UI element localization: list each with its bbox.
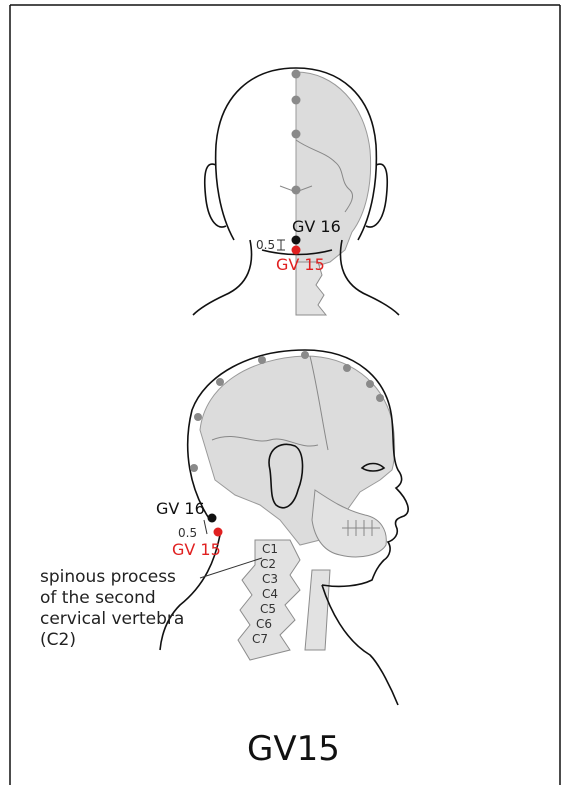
back-neck-right <box>340 240 399 315</box>
back-view-diagram: GV 16 GV 15 0.5 <box>193 68 399 315</box>
side-gv16-label: GV 16 <box>156 499 205 518</box>
side-meridian-dot-1 <box>258 356 266 364</box>
side-gv15-label: GV 15 <box>172 540 221 559</box>
side-meridian-dot-8 <box>190 464 198 472</box>
side-trachea <box>305 570 330 650</box>
back-gv16-point <box>292 236 301 245</box>
annotation-line-1: spinous process <box>40 567 176 587</box>
side-gv15-point <box>214 528 223 537</box>
vertebra-label-c1: C1 <box>262 542 278 556</box>
side-meridian-dot-3 <box>343 364 351 372</box>
vertebra-label-c6: C6 <box>256 617 272 631</box>
annotation-line-3: cervical vertebra <box>40 609 184 629</box>
side-meridian-dot-2 <box>301 351 309 359</box>
side-meridian-dot-6 <box>216 378 224 386</box>
side-distance-label: 0.5 <box>178 526 197 540</box>
back-gv15-label: GV 15 <box>276 255 325 274</box>
side-distance-marker <box>204 520 207 534</box>
vertebra-label-c2: C2 <box>260 557 276 571</box>
back-neck-left <box>193 240 252 315</box>
side-meridian-dot-4 <box>366 380 374 388</box>
side-gv16-point <box>208 514 217 523</box>
back-meridian-dot-3 <box>292 130 301 139</box>
back-distance-label: 0.5 <box>256 238 275 252</box>
side-meridian-dot-7 <box>194 413 202 421</box>
back-meridian-dot-1 <box>292 70 301 79</box>
vertebra-label-c3: C3 <box>262 572 278 586</box>
side-view-diagram: C1 C2 C3 C4 C5 C6 C7 GV 16 GV 15 0.5 <box>156 350 408 705</box>
back-gv15-point <box>292 246 301 255</box>
annotation-line-2: of the second <box>40 588 156 608</box>
vertebra-label-c7: C7 <box>252 632 268 646</box>
vertebra-label-c4: C4 <box>262 587 278 601</box>
back-meridian-dot-4 <box>292 186 301 195</box>
vertebra-label-c5: C5 <box>260 602 276 616</box>
figure-title: GV15 <box>247 729 340 769</box>
back-skull-half <box>296 72 371 270</box>
annotation-line-4: (C2) <box>40 630 76 650</box>
side-meridian-dot-5 <box>376 394 384 402</box>
back-meridian-dot-2 <box>292 96 301 105</box>
side-neck-front <box>322 585 398 705</box>
back-gv16-label: GV 16 <box>292 217 341 236</box>
